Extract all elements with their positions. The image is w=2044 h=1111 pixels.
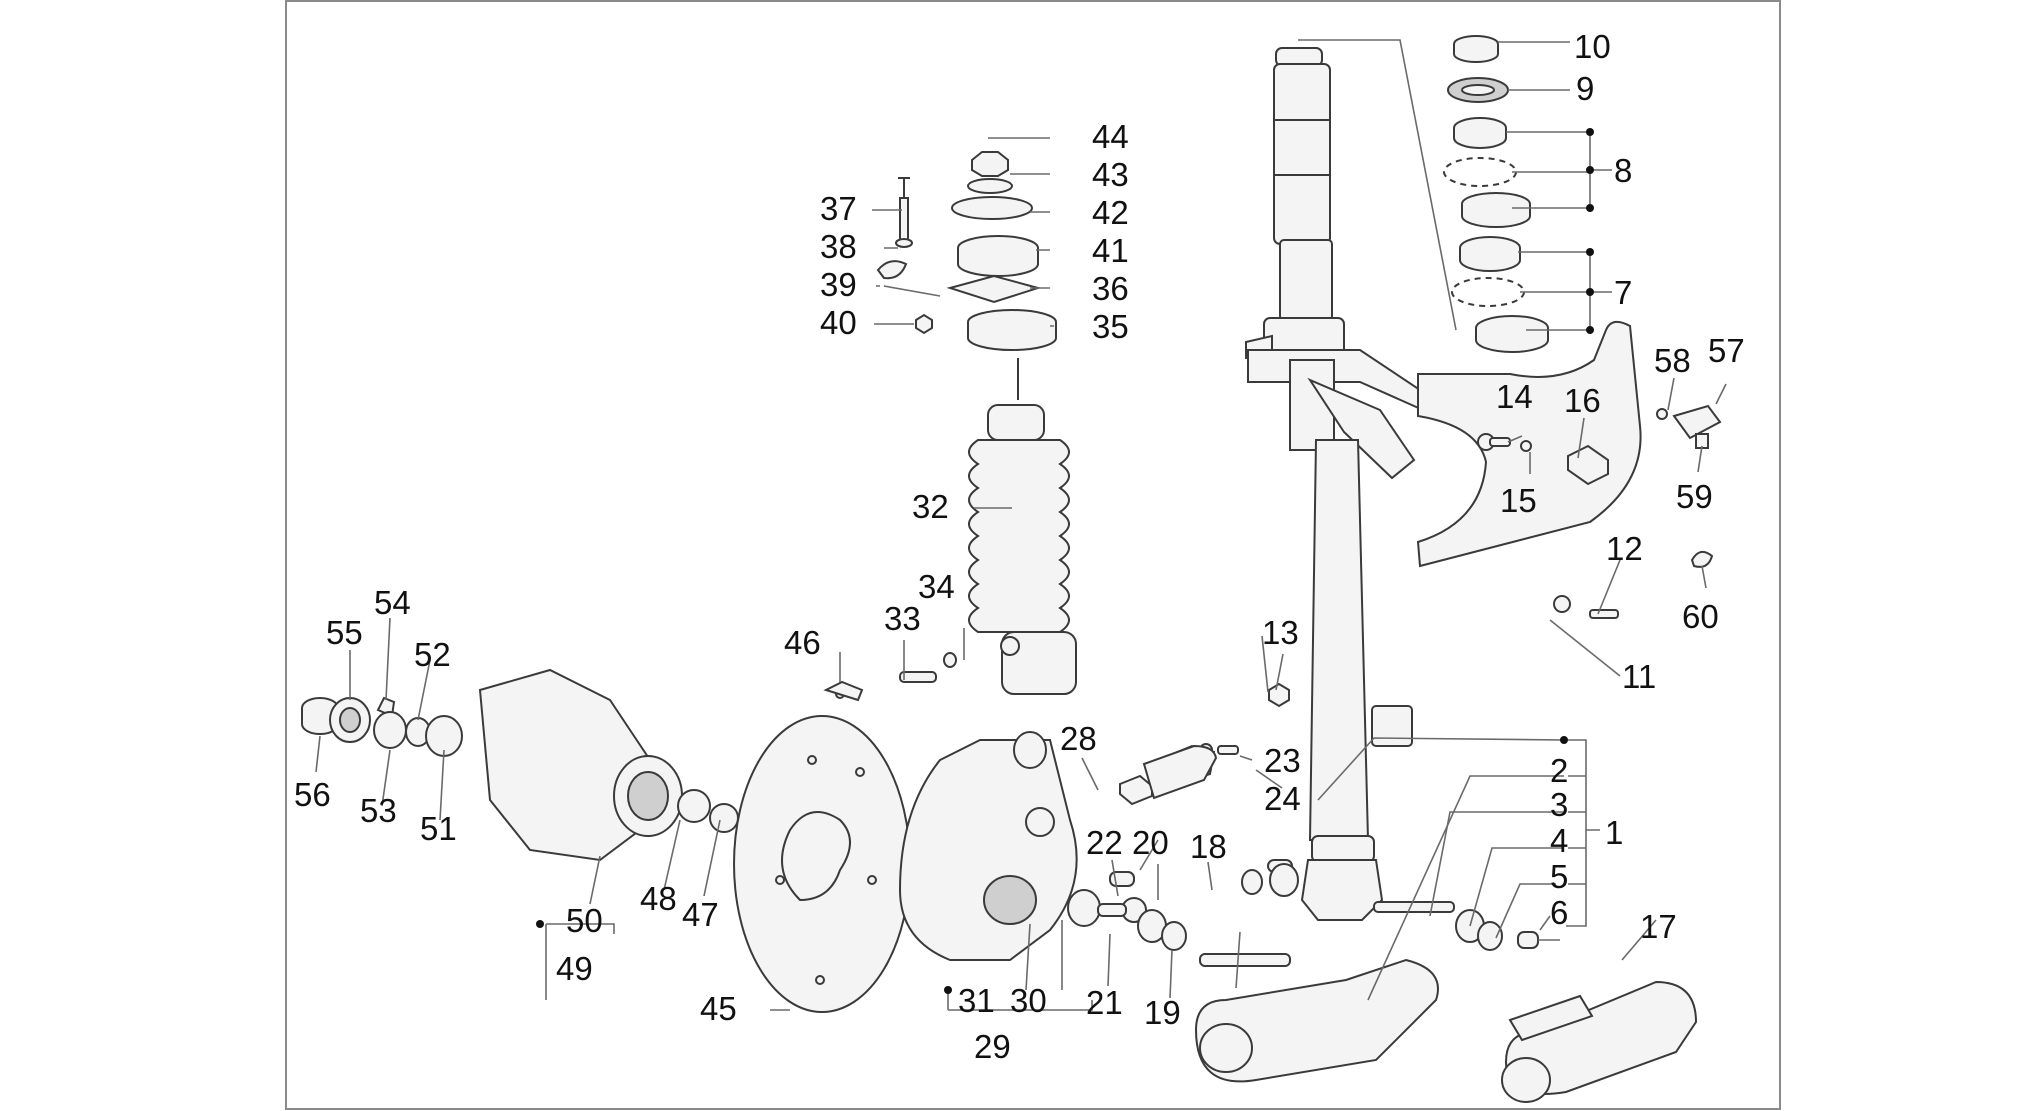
callout-52: 52: [414, 636, 451, 673]
steering-column: [1245, 47, 1451, 921]
callout-35: 35: [1092, 308, 1129, 345]
callout-5: 5: [1550, 858, 1568, 895]
callout-19: 19: [1144, 994, 1181, 1031]
callout-50: 50: [566, 902, 603, 939]
callout-23: 23: [1264, 742, 1301, 779]
callout-37: 37: [820, 190, 857, 227]
bracket-dots: [536, 128, 1594, 994]
callout-16: 16: [1564, 382, 1601, 419]
leader-lines: [315, 39, 1727, 1011]
wheel-hub: [301, 668, 739, 862]
callout-51: 51: [420, 810, 457, 847]
callout-3: 3: [1550, 786, 1568, 823]
steering-knuckle: [898, 652, 1078, 961]
shock-absorber: [968, 358, 1077, 695]
bearing-stack: [1443, 35, 1549, 353]
callout-31: 31: [958, 982, 995, 1019]
callout-55: 55: [326, 614, 363, 651]
callout-46: 46: [784, 624, 821, 661]
callout-14: 14: [1496, 378, 1533, 415]
callout-1: 1: [1605, 814, 1623, 851]
callout-33: 33: [884, 600, 921, 637]
callout-32: 32: [912, 488, 949, 525]
callout-24: 24: [1264, 780, 1301, 817]
callout-6: 6: [1550, 894, 1568, 931]
callout-39: 39: [820, 266, 857, 303]
callout-15: 15: [1500, 482, 1537, 519]
callout-13: 13: [1262, 614, 1299, 651]
callout-47: 47: [682, 896, 719, 933]
swing-arm-assembly: [1067, 744, 1698, 1103]
callout-56: 56: [294, 776, 331, 813]
callout-4: 4: [1550, 822, 1568, 859]
brake-disc: [733, 680, 911, 1013]
callout-44: 44: [1092, 118, 1129, 155]
callout-30: 30: [1010, 982, 1047, 1019]
callout-9: 9: [1576, 70, 1594, 107]
callout-11: 11: [1622, 658, 1656, 695]
callout-38: 38: [820, 228, 857, 265]
callout-57: 57: [1708, 332, 1745, 369]
callout-2: 2: [1550, 752, 1568, 789]
callout-22: 22: [1086, 824, 1123, 861]
callout-8: 8: [1614, 152, 1632, 189]
callout-54: 54: [374, 584, 411, 621]
callout-48: 48: [640, 880, 677, 917]
callout-60: 60: [1682, 598, 1719, 635]
callout-40: 40: [820, 304, 857, 341]
callout-labels: 1 2 3 4 5 6 7 8 9 10 11 12 13 14 15 16 1…: [294, 28, 1745, 1065]
callout-41: 41: [1092, 232, 1129, 269]
shock-top-mount: [876, 151, 1057, 351]
callout-43: 43: [1092, 156, 1129, 193]
callout-45: 45: [700, 990, 737, 1027]
callout-20: 20: [1132, 824, 1169, 861]
callout-29: 29: [974, 1028, 1011, 1065]
callout-59: 59: [1676, 478, 1713, 515]
callout-34: 34: [918, 568, 955, 605]
callout-18: 18: [1190, 828, 1227, 865]
callout-36: 36: [1092, 270, 1129, 307]
callout-10: 10: [1574, 28, 1611, 65]
callout-21: 21: [1086, 984, 1123, 1021]
callout-58: 58: [1654, 342, 1691, 379]
callout-49: 49: [556, 950, 593, 987]
callout-12: 12: [1606, 530, 1643, 567]
callout-42: 42: [1092, 194, 1129, 231]
callout-53: 53: [360, 792, 397, 829]
callout-17: 17: [1640, 908, 1677, 945]
callout-28: 28: [1060, 720, 1097, 757]
callout-7: 7: [1614, 274, 1632, 311]
